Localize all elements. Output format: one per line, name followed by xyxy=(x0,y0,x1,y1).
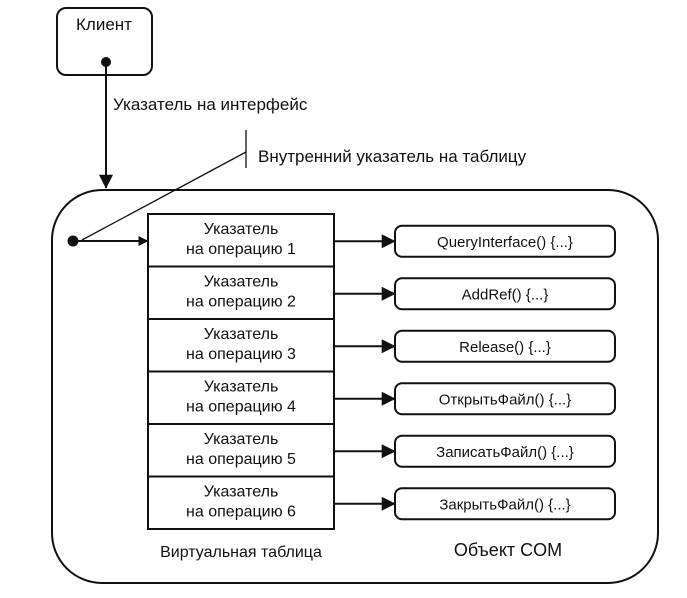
vtable-cell-5-line1: Указатель xyxy=(204,431,279,448)
vtable-cell-1-line1: Указатель xyxy=(204,221,279,238)
function-label-6: ЗакрытьФайл() {...} xyxy=(439,496,570,513)
function-label-1: QueryInterface() {...} xyxy=(437,234,573,251)
client-label: Клиент xyxy=(76,15,132,34)
com-functions: QueryInterface() {...} AddRef() {...} Rele… xyxy=(334,224,616,521)
function-label-4: ОткрытьФайл() {...} xyxy=(439,391,571,408)
client-node: Клиент xyxy=(56,7,153,76)
vtable-cell-2-line2: на операцию 2 xyxy=(186,294,296,311)
virtual-table: Указатель на операцию 1 Указатель на операц… xyxy=(147,213,335,530)
vtable-cell-4-line2: на операцию 4 xyxy=(186,399,296,416)
vtable-caption: Виртуальная таблица xyxy=(160,544,322,561)
vtable-cell-6-line2: на операцию 6 xyxy=(186,504,296,521)
interface-pointer-label: Указатель на интерфейс xyxy=(113,95,308,114)
vtable-cell-2-line1: Указатель xyxy=(204,274,279,291)
com-object-container xyxy=(51,189,659,584)
internal-pointer-leader xyxy=(81,151,247,241)
com-object-caption: Объект COM xyxy=(454,540,562,560)
vtable-cell-3-line1: Указатель xyxy=(204,326,279,343)
internal-pointer-label: Внутренний указатель на таблицу xyxy=(258,147,527,166)
vtable-cell-3-line2: на операцию 3 xyxy=(186,346,296,363)
vtable-cell-5-line2: на операцию 5 xyxy=(186,451,296,468)
vtable-cell-4-line1: Указатель xyxy=(204,379,279,396)
function-label-5: ЗаписатьФайл() {...} xyxy=(436,444,574,461)
vtable-cell-6-line1: Указатель xyxy=(204,484,279,501)
client-box xyxy=(56,7,153,76)
function-label-3: Release() {...} xyxy=(459,339,551,356)
function-label-2: AddRef() {...} xyxy=(462,286,549,303)
vtable-cell-1-line2: на операцию 1 xyxy=(186,241,296,258)
internal-pointer: Внутренний указатель на таблицу xyxy=(67,130,527,247)
